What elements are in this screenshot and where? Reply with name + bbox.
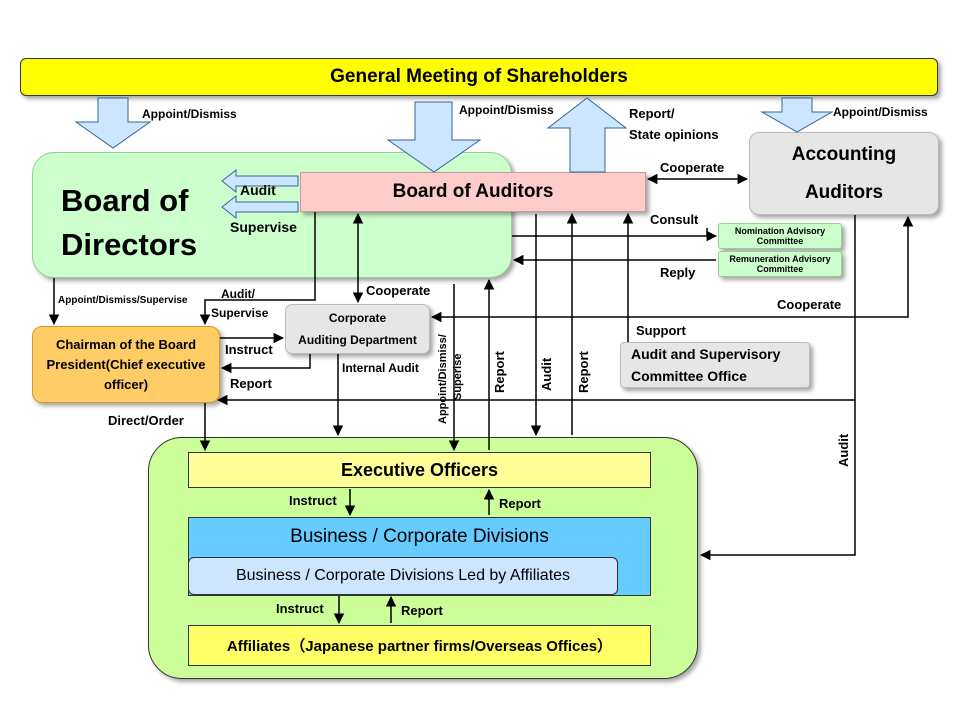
affiliates-label: Affiliates（Japanese partner firms/Overse… bbox=[226, 638, 613, 655]
board-of-directors-label-1: Board of bbox=[61, 183, 189, 218]
label-support: Support bbox=[636, 323, 686, 338]
boa-to-chairman bbox=[199, 212, 316, 326]
board-of-auditors-label: Board of Auditors bbox=[392, 181, 554, 202]
accounting-auditors-label-2: Auditors bbox=[804, 181, 884, 203]
chairman-label-1: Chairman of the Board bbox=[55, 336, 197, 352]
appoint-arrow-left bbox=[74, 97, 152, 149]
label-audit-supervise-2: Supervise bbox=[211, 306, 269, 320]
business-divisions-affiliates-box: Business / Corporate Divisions Led by Af… bbox=[188, 557, 618, 595]
label-reply: Reply bbox=[660, 265, 696, 280]
affiliates-box: Affiliates（Japanese partner firms/Overse… bbox=[188, 625, 651, 666]
label-direct-order: Direct/Order bbox=[108, 413, 184, 428]
label-instruct: Instruct bbox=[225, 342, 273, 357]
board-of-directors-label-2: Directors bbox=[61, 227, 198, 262]
label-vertical-report-2: Report bbox=[576, 351, 591, 393]
label-cooperate-right: Cooperate bbox=[777, 297, 842, 312]
chairman-box: Chairman of the Board President(Chief ex… bbox=[32, 326, 220, 403]
appoint-arrow-right bbox=[760, 97, 834, 133]
business-divisions-affiliates-label: Business / Corporate Divisions Led by Af… bbox=[235, 567, 571, 584]
executive-officers-label: Executive Officers bbox=[340, 459, 499, 480]
label-report-chairman: Report bbox=[230, 376, 272, 391]
corporate-auditing-label-2: Auditing Department bbox=[298, 333, 417, 347]
label-cooperate-mid: Cooperate bbox=[366, 283, 431, 298]
report-cad-chairman bbox=[220, 354, 311, 374]
label-appoint-dismiss-3: Appoint/Dismiss bbox=[833, 105, 928, 119]
label-vertical-audit-1: Audit bbox=[539, 357, 554, 391]
supervise-block-arrow bbox=[221, 194, 299, 220]
board-of-auditors-box: Board of Auditors bbox=[300, 172, 646, 212]
audit-committee-office-box: Audit and Supervisory Committee Office bbox=[620, 342, 810, 388]
appoint-arrow-center bbox=[386, 101, 482, 173]
label-instruct-aff: Instruct bbox=[276, 601, 324, 616]
label-report-aff: Report bbox=[401, 603, 443, 618]
corporate-auditing-label-1: Corporate bbox=[328, 311, 387, 325]
label-consult: Consult bbox=[650, 212, 699, 227]
label-vertical-appoint-1: Appoint/Dismiss/ bbox=[437, 334, 449, 424]
audit-block-arrow bbox=[221, 168, 299, 194]
label-cooperate-top: Cooperate bbox=[660, 160, 725, 175]
chairman-label-2: President(Chief executive bbox=[46, 356, 206, 372]
label-instruct-exec: Instruct bbox=[289, 493, 337, 508]
label-report-state-1: Report/ bbox=[629, 106, 675, 121]
audit-committee-office-label-2: Committee Office bbox=[631, 368, 747, 384]
label-internal-audit: Internal Audit bbox=[342, 361, 419, 375]
report-arrow-up bbox=[546, 97, 628, 173]
accounting-audit-line bbox=[699, 215, 856, 561]
cooperate-cad-acc bbox=[430, 215, 914, 323]
general-meeting-box: General Meeting of Shareholders bbox=[20, 58, 938, 96]
label-report-exec: Report bbox=[499, 496, 541, 511]
corporate-auditing-department-box: Corporate Auditing Department bbox=[285, 304, 430, 354]
label-supervise: Supervise bbox=[230, 219, 297, 235]
label-vertical-appoint-2: Superise bbox=[452, 353, 464, 400]
accounting-auditors-label-1: Accounting bbox=[791, 143, 897, 165]
executive-officers-box: Executive Officers bbox=[188, 452, 651, 488]
label-report-state-2: State opinions bbox=[629, 127, 719, 142]
label-vertical-report-1: Report bbox=[492, 351, 507, 393]
label-appoint-dismiss-supervise: Appoint/Dismiss/Supervise bbox=[58, 295, 188, 306]
label-audit-supervise-1: Audit/ bbox=[221, 287, 255, 301]
audit-committee-office-label-1: Audit and Supervisory bbox=[631, 346, 781, 362]
accounting-auditors-box: Accounting Auditors bbox=[749, 132, 939, 215]
label-appoint-dismiss-1: Appoint/Dismiss bbox=[142, 107, 237, 121]
general-meeting-label: General Meeting of Shareholders bbox=[330, 66, 628, 87]
label-audit: Audit bbox=[240, 182, 276, 198]
business-divisions-label: Business / Corporate Divisions bbox=[290, 526, 549, 547]
label-vertical-audit-right: Audit bbox=[836, 433, 851, 467]
label-appoint-dismiss-2: Appoint/Dismiss bbox=[459, 103, 554, 117]
chairman-label-3: officer) bbox=[103, 376, 149, 392]
